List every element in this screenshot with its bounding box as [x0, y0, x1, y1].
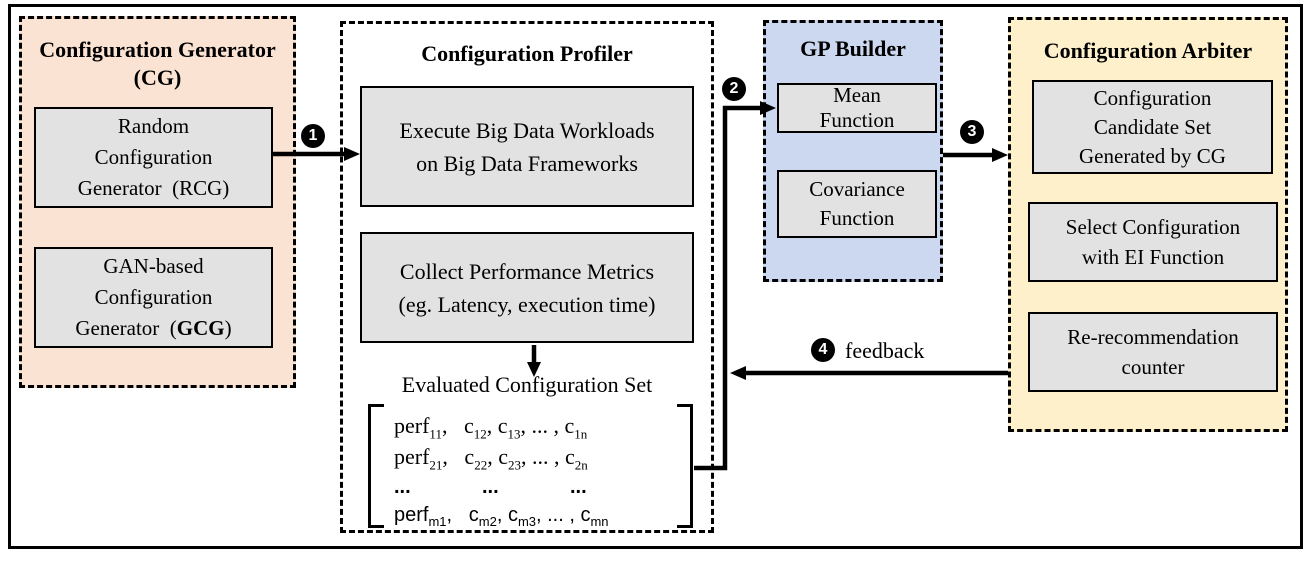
- rcg-line1: Random: [117, 114, 190, 138]
- execute-line2: on Big Data Frameworks: [416, 150, 638, 176]
- select-line2: with EI Function: [1081, 245, 1225, 269]
- step-4-badge: 4: [811, 338, 835, 362]
- arbiter-panel-title: Configuration Arbiter: [1043, 38, 1253, 63]
- feedback-label: feedback: [845, 338, 925, 363]
- cg-title-line1: Configuration Generator: [39, 37, 276, 62]
- mean-function-box: Mean Function: [777, 83, 937, 133]
- mean-line2: Function: [819, 108, 895, 132]
- gcg-line3-suffix: ): [224, 316, 232, 340]
- rcg-box: Random Configuration Generator (RCG): [34, 107, 273, 208]
- figure-outer-border: [8, 4, 1303, 549]
- cg-title-line2: (CG): [133, 65, 182, 90]
- candidate-line1: Configuration: [1093, 85, 1212, 110]
- candidate-line2: Candidate Set: [1093, 114, 1212, 139]
- select-line1: Select Configuration: [1065, 215, 1241, 239]
- counter-line2: counter: [1121, 355, 1185, 379]
- rcg-line2: Configuration: [94, 145, 213, 169]
- profiler-panel-title: Configuration Profiler: [421, 41, 633, 66]
- gcg-acronym: GCG: [176, 316, 225, 340]
- matrix-row: perf21, c22, c23, ... , c2n: [394, 444, 588, 473]
- covariance-function-box: Covariance Function: [777, 170, 937, 238]
- matrix-row: .........: [394, 476, 587, 498]
- gcg-line1: GAN-based: [103, 254, 204, 278]
- counter-line1: Re-recommendation: [1067, 325, 1239, 349]
- cg-panel-title: Configuration Generator (CG): [19, 36, 296, 92]
- candidate-set-box: Configuration Candidate Set Generated by…: [1032, 80, 1273, 174]
- matrix-bracket-right: [677, 404, 693, 528]
- gcg-line3-prefix: Generator (: [75, 316, 177, 340]
- matrix-row: perfm1, cm2, cm3, ... , cmn: [394, 504, 609, 529]
- execute-line1: Execute Big Data Workloads: [399, 117, 655, 143]
- matrix-row: perf11, c12, c13, ... , c1n: [394, 413, 588, 442]
- step-2-badge: 2: [722, 77, 746, 101]
- gcg-line3: Generator (GCG): [36, 313, 271, 344]
- step-3-badge: 3: [960, 120, 984, 144]
- collect-line2: (eg. Latency, execution time): [398, 291, 656, 317]
- rcg-line3: Generator (RCG): [77, 176, 230, 200]
- gcg-line2: Configuration: [94, 285, 213, 309]
- rerecommendation-counter-box: Re-recommendation counter: [1028, 312, 1278, 392]
- gp-builder-panel: [763, 20, 943, 282]
- select-configuration-box: Select Configuration with EI Function: [1028, 202, 1278, 282]
- covariance-line1: Covariance: [809, 177, 905, 201]
- gcg-box: GAN-based Configuration Generator (GCG): [34, 247, 273, 348]
- execute-workloads-box: Execute Big Data Workloads on Big Data F…: [360, 86, 694, 207]
- gp-builder-title: GP Builder: [800, 36, 906, 61]
- covariance-line2: Function: [819, 206, 895, 230]
- collect-line1: Collect Performance Metrics: [399, 258, 655, 284]
- matrix-bracket-left: [368, 404, 384, 528]
- mean-line1: Mean: [833, 83, 881, 107]
- collect-metrics-box: Collect Performance Metrics (eg. Latency…: [360, 232, 694, 343]
- evaluated-set-label: Evaluated Configuration Set: [401, 372, 653, 397]
- candidate-line3: Generated by CG: [1079, 143, 1226, 168]
- step-1-badge: 1: [301, 124, 325, 148]
